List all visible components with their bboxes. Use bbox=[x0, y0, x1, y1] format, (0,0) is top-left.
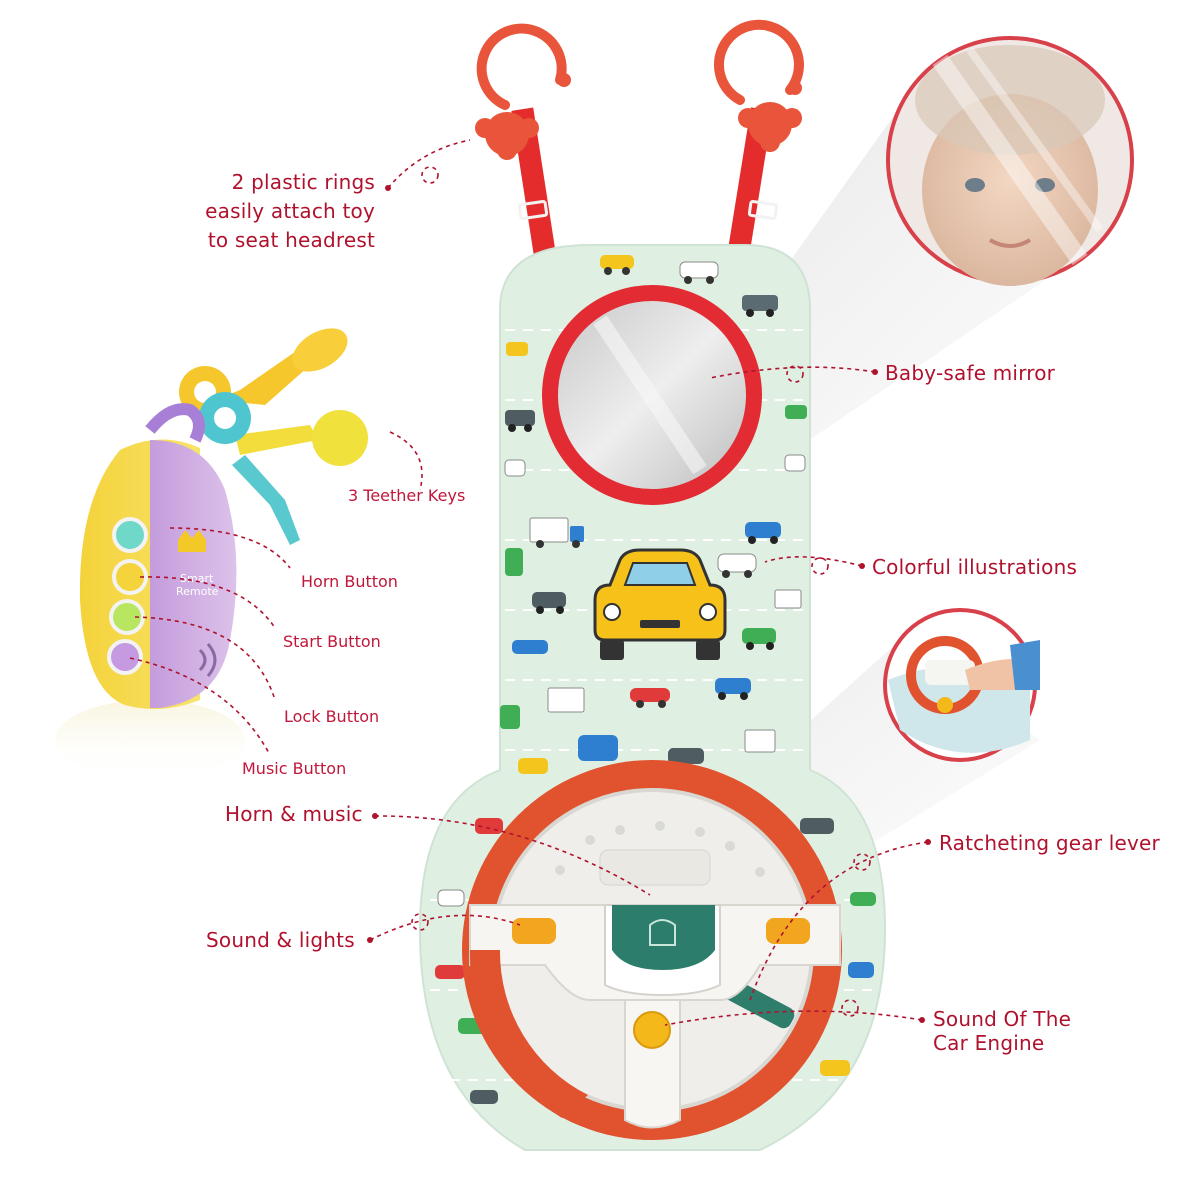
remote-label-line1: Smart bbox=[180, 572, 214, 585]
horn-button bbox=[112, 517, 148, 553]
bell-icon bbox=[649, 919, 676, 946]
gear-lever-label: Ratcheting gear lever bbox=[939, 831, 1160, 855]
smart-remote-key: Smart Remote bbox=[79, 403, 237, 709]
horn-button-label: Horn Button bbox=[301, 572, 398, 591]
engine-label-line2: Car Engine bbox=[933, 1031, 1045, 1055]
rings-label-line1: 2 plastic rings bbox=[231, 170, 375, 194]
wheel-hand-zoom bbox=[883, 608, 1040, 762]
big-yellow-car bbox=[593, 548, 727, 660]
start-button-label: Start Button bbox=[283, 632, 381, 651]
horn-music-label: Horn & music bbox=[225, 802, 363, 826]
pointer-dots bbox=[367, 185, 931, 1023]
lock-button-label: Lock Button bbox=[284, 707, 380, 726]
rings-label: 2 plastic rings easily attach toy to sea… bbox=[190, 168, 375, 255]
left-light bbox=[512, 918, 556, 944]
baby-safe-mirror bbox=[542, 285, 762, 505]
music-button-label: Music Button bbox=[242, 759, 347, 778]
lock-button bbox=[109, 599, 145, 635]
speaker-icon bbox=[198, 643, 217, 677]
right-light bbox=[766, 918, 810, 944]
sound-lights-label: Sound & lights bbox=[206, 928, 355, 952]
pointer-lines bbox=[129, 139, 929, 1026]
plastic-ring-left bbox=[475, 23, 571, 160]
baby-face-zoom bbox=[886, 36, 1134, 286]
music-button bbox=[107, 639, 143, 675]
engine-label: Sound Of The Car Engine bbox=[933, 1007, 1071, 1055]
remote-label-line2: Remote bbox=[176, 585, 219, 598]
mirror-label: Baby-safe mirror bbox=[885, 361, 1056, 385]
illustrations-label: Colorful illustrations bbox=[872, 555, 1078, 579]
steering-wheel bbox=[462, 760, 842, 1140]
crown-icon bbox=[178, 530, 206, 552]
remote-reflection bbox=[55, 700, 245, 780]
horn-music-button bbox=[612, 905, 715, 970]
rings-label-line2: easily attach toy bbox=[205, 199, 375, 223]
car-illustrations bbox=[435, 255, 876, 1104]
start-button bbox=[112, 559, 148, 595]
plastic-ring-right bbox=[713, 19, 804, 152]
engine-label-line1: Sound Of The bbox=[933, 1007, 1072, 1031]
teether-keys-label: 3 Teether Keys bbox=[348, 486, 466, 505]
rings-label-line3: to seat headrest bbox=[207, 228, 375, 252]
engine-button bbox=[633, 1011, 671, 1049]
